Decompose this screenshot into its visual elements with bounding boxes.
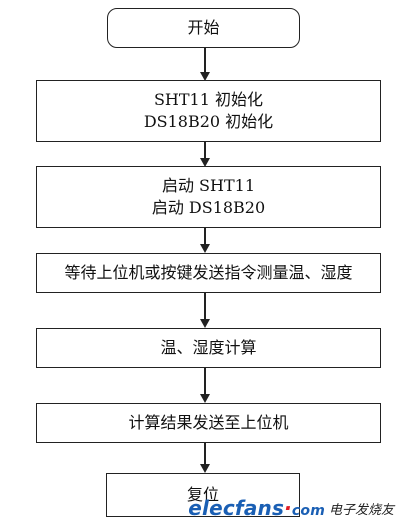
wait-label: 等待上位机或按键发送指令测量温、湿度 bbox=[64, 263, 353, 283]
calc-label: 温、湿度计算 bbox=[160, 338, 257, 358]
init-line-1: SHT11 初始化 bbox=[153, 90, 264, 110]
launch-step: 启动 SHT11 启动 DS18B20 bbox=[36, 166, 381, 228]
launch-line-2: 启动 DS18B20 bbox=[151, 198, 266, 217]
send-step: 计算结果发送至上位机 bbox=[36, 403, 381, 443]
init-line-2: DS18B20 初始化 bbox=[143, 112, 274, 131]
launch-line-1: 启动 SHT11 bbox=[161, 176, 256, 196]
reset-label: 复位 bbox=[186, 485, 219, 505]
calc-step: 温、湿度计算 bbox=[36, 328, 381, 368]
wait-step: 等待上位机或按键发送指令测量温、湿度 bbox=[36, 253, 381, 293]
reset-step: 复位 bbox=[106, 473, 300, 517]
send-label: 计算结果发送至上位机 bbox=[128, 413, 289, 433]
start-label: 开始 bbox=[187, 18, 220, 38]
init-step: SHT11 初始化 DS18B20 初始化 bbox=[36, 80, 381, 142]
watermark-logo: elecfans·com bbox=[188, 496, 325, 520]
watermark-caption: 电子发烧友 bbox=[328, 502, 394, 518]
site-watermark: elecfans·com 电子发烧友 bbox=[188, 496, 394, 520]
start-node: 开始 bbox=[107, 8, 300, 48]
